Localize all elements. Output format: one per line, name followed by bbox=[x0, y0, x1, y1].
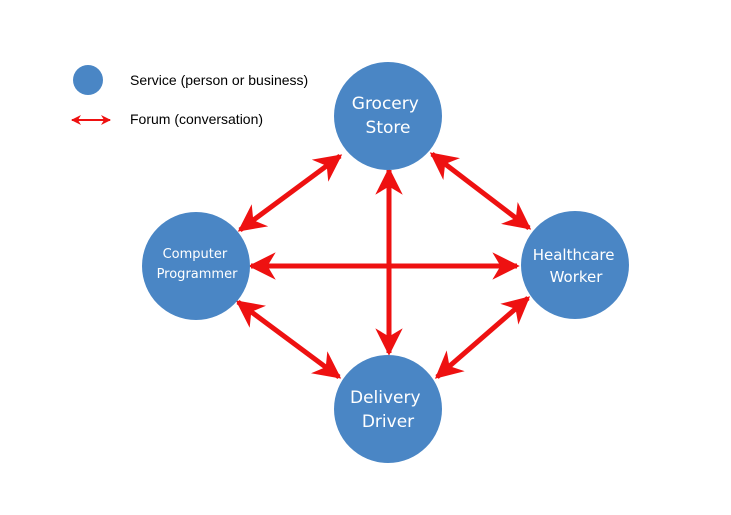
healthcare-worker-circle bbox=[521, 211, 629, 319]
healthcare-worker-label-line2: Worker bbox=[550, 268, 604, 286]
delivery-driver-label-line1: Delivery bbox=[350, 388, 421, 408]
delivery-driver-label-line2: Driver bbox=[362, 412, 414, 432]
forum-arrow-grocery-healthcare bbox=[429, 152, 532, 230]
forum-arrow-healthcare-delivery bbox=[434, 296, 531, 379]
forum-arrow-grocery-computer bbox=[237, 153, 343, 233]
grocery-store-circle bbox=[334, 62, 442, 170]
svg-text:Delivery Driver: Delivery Driver bbox=[350, 388, 426, 432]
node-grocery-store: Grocery Store bbox=[334, 62, 442, 170]
node-healthcare-worker: Healthcare Worker bbox=[521, 211, 629, 319]
grocery-store-label-line2: Store bbox=[366, 118, 411, 138]
svg-text:Grocery Store: Grocery Store bbox=[352, 94, 424, 138]
grocery-store-label-line1: Grocery bbox=[352, 94, 419, 114]
forum-arrow-computer-delivery bbox=[235, 299, 342, 380]
node-delivery-driver: Delivery Driver bbox=[334, 355, 442, 463]
forum-arrows bbox=[235, 152, 532, 380]
delivery-driver-circle bbox=[334, 355, 442, 463]
svg-text:Computer Programmer: Computer Programmer bbox=[157, 247, 239, 282]
service-legend-icon bbox=[73, 65, 103, 95]
computer-programmer-label-line1: Computer bbox=[163, 247, 228, 262]
computer-programmer-label-line2: Programmer bbox=[157, 267, 239, 282]
legend: Service (person or business) Forum (conv… bbox=[71, 65, 308, 127]
svg-text:Healthcare Worker: Healthcare Worker bbox=[533, 246, 620, 286]
service-legend-label: Service (person or business) bbox=[130, 72, 308, 88]
node-computer-programmer: Computer Programmer bbox=[142, 212, 250, 320]
computer-programmer-circle bbox=[142, 212, 250, 320]
forum-legend-label: Forum (conversation) bbox=[130, 111, 263, 127]
healthcare-worker-label-line1: Healthcare bbox=[533, 246, 615, 264]
